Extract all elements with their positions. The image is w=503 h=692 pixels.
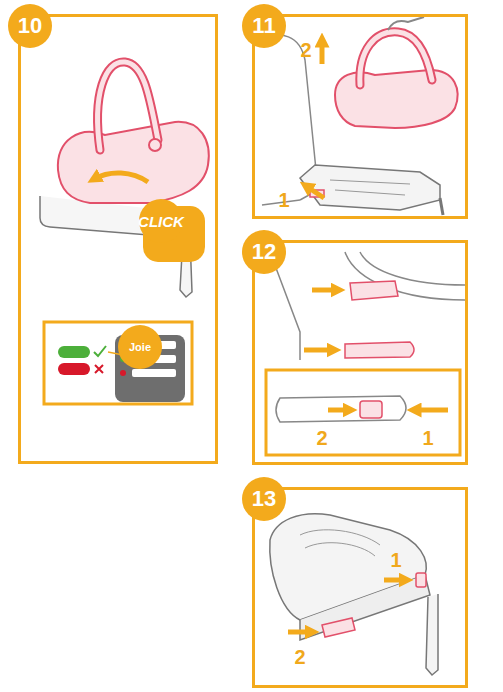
brand-text: Joie bbox=[118, 325, 162, 369]
green-swatch bbox=[58, 346, 90, 358]
seat-cushion bbox=[345, 252, 465, 300]
red-swatch bbox=[58, 363, 90, 375]
check-mark bbox=[94, 346, 106, 356]
base-detail bbox=[300, 530, 380, 556]
indicator-icon bbox=[132, 369, 176, 377]
pull-arrow bbox=[288, 630, 312, 635]
carrier-shell bbox=[58, 122, 209, 203]
press-arrow bbox=[384, 578, 406, 583]
click-badge: CLICK bbox=[143, 206, 205, 262]
handle-pivot bbox=[149, 139, 161, 151]
isofix-guide bbox=[350, 281, 398, 300]
carrier-handle bbox=[360, 32, 432, 85]
support-leg bbox=[440, 198, 443, 215]
step-10-art bbox=[40, 62, 209, 404]
isofix-connector bbox=[345, 342, 414, 358]
callout-number: 1 bbox=[390, 550, 401, 570]
push-arrow bbox=[304, 348, 334, 353]
step-number: 10 bbox=[8, 4, 52, 48]
carrier-handle bbox=[98, 62, 158, 150]
callout-number: 2 bbox=[294, 647, 305, 667]
push-arrow bbox=[414, 408, 448, 413]
push-arrow bbox=[312, 288, 338, 293]
seat-cushion bbox=[360, 252, 465, 285]
carrier-shell bbox=[335, 70, 458, 128]
release-button bbox=[360, 401, 382, 418]
support-leg bbox=[426, 594, 438, 675]
lift-arrow bbox=[320, 40, 325, 64]
hand bbox=[388, 17, 424, 30]
callout-number: 1 bbox=[278, 190, 289, 210]
step-panel: 11 bbox=[252, 14, 468, 219]
base bbox=[300, 165, 440, 210]
inset-frame bbox=[44, 322, 192, 404]
base-side bbox=[300, 575, 430, 640]
isofix-connector bbox=[322, 618, 355, 637]
carrier-handle-fill bbox=[360, 32, 432, 85]
cross-mark bbox=[95, 365, 103, 373]
step-number: 12 bbox=[242, 230, 286, 274]
press-arrow bbox=[306, 186, 324, 198]
click-text: CLICK bbox=[139, 199, 183, 243]
step-number: 13 bbox=[242, 477, 286, 521]
push-arrow bbox=[328, 408, 350, 413]
release-button bbox=[416, 573, 426, 587]
callout-number: 2 bbox=[300, 40, 311, 60]
motion-arrow bbox=[94, 173, 148, 182]
callout-number: 1 bbox=[422, 428, 433, 448]
step-13-art bbox=[270, 514, 438, 675]
base-detail bbox=[330, 180, 410, 195]
indicator-dot bbox=[120, 370, 126, 376]
step-11-art bbox=[262, 17, 458, 215]
isofix-connector bbox=[276, 396, 406, 422]
step-panel: CLICKJoie10 bbox=[18, 14, 218, 464]
inset-frame bbox=[266, 370, 460, 455]
step-12-art bbox=[266, 252, 465, 455]
carrier-handle-fill bbox=[98, 62, 158, 150]
step-panel: 13 bbox=[252, 487, 468, 688]
callout-number: 2 bbox=[316, 428, 327, 448]
indicator-panel: Joie bbox=[118, 338, 188, 405]
step-number: 11 bbox=[242, 4, 286, 48]
step-panel: 12 bbox=[252, 240, 468, 465]
